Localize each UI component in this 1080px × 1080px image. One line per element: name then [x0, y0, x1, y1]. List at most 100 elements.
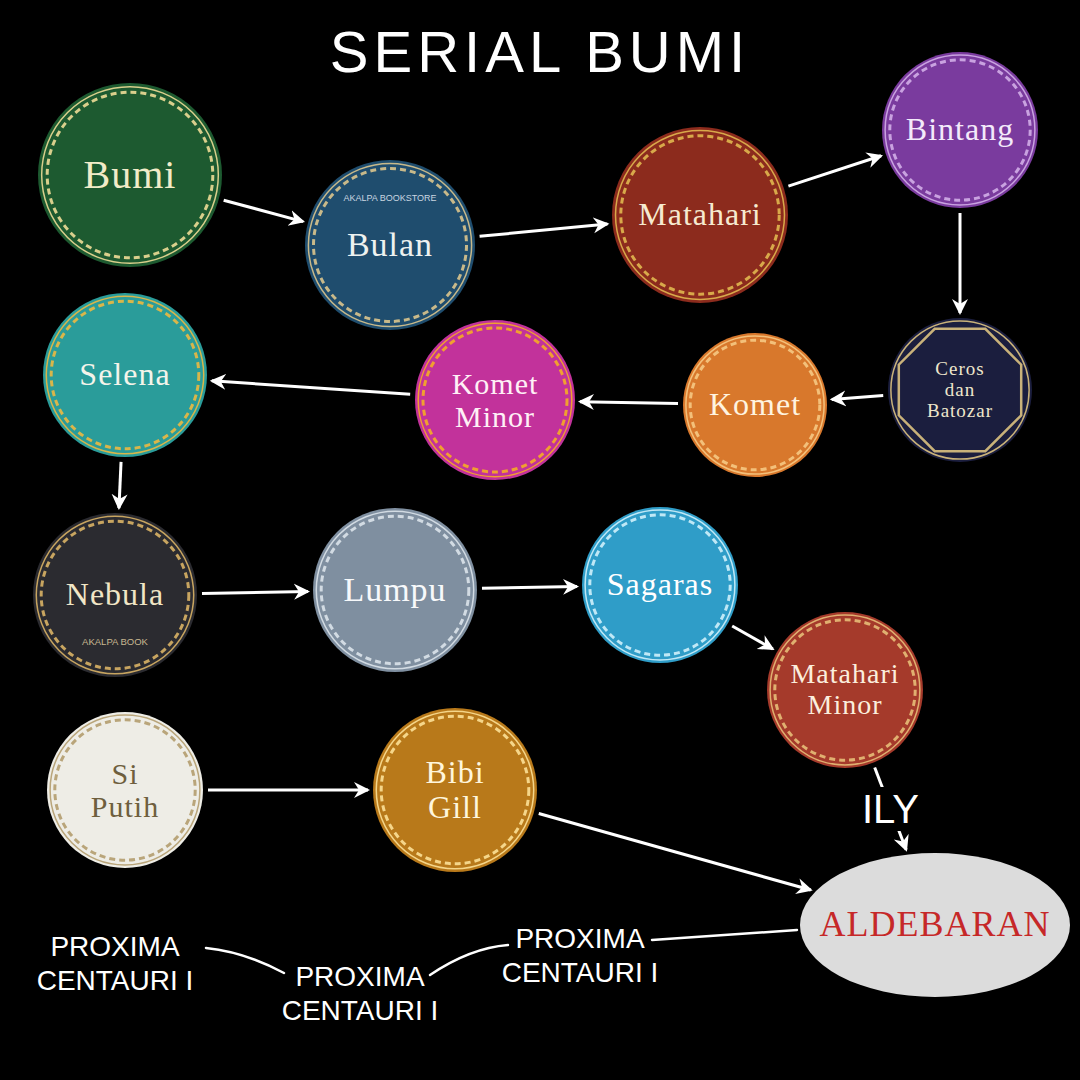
badge-ring — [50, 715, 200, 865]
book-badge: Ceros dan Batozar — [888, 318, 1032, 462]
sequence-arrow — [482, 587, 577, 589]
badge-fill — [33, 513, 197, 677]
text-block: Selena — [79, 357, 170, 392]
badge-ring — [775, 620, 915, 760]
proxima-link — [652, 930, 797, 940]
badge-ring — [55, 720, 195, 860]
badge-fill — [43, 293, 207, 457]
edge-label: ILY — [856, 787, 925, 831]
ellipse-fill — [800, 853, 1070, 997]
badge-ring — [308, 163, 471, 326]
sequence-arrow — [480, 224, 608, 236]
badge-fill — [683, 333, 827, 477]
book-title: Bintang — [906, 112, 1014, 147]
book-badge: Bulan — [305, 160, 475, 330]
badge-fill — [313, 508, 477, 672]
text-block: Nebula — [66, 577, 164, 612]
badge-fill — [612, 127, 788, 303]
sequence-arrow — [208, 789, 368, 792]
book-badge: Matahari Minor — [767, 612, 923, 768]
text-block: Bulan — [347, 226, 433, 263]
sequence-arrow — [788, 156, 881, 186]
book-badge: Lumpu — [313, 508, 477, 672]
book-badge: Bintang — [882, 52, 1038, 208]
series-label: PROXIMA CENTAURI I — [495, 922, 665, 989]
text-block: Matahari — [638, 197, 762, 232]
book-badge: Sagaras — [582, 507, 738, 663]
badge-ring — [47, 92, 213, 258]
badge-ring — [41, 521, 189, 669]
badge-ring — [770, 615, 920, 765]
badge-ring — [686, 336, 824, 474]
sequence-arrow — [202, 592, 308, 594]
sequence-arrow — [212, 381, 410, 394]
book-title: Sagaras — [607, 567, 714, 602]
sequence-arrow — [732, 626, 773, 649]
book-title: Komet — [709, 387, 801, 422]
badge-ring — [46, 296, 203, 453]
text-block: Bibi Gill — [414, 755, 496, 825]
badge-fill — [305, 160, 475, 330]
badge-ring — [36, 516, 193, 673]
book-title: Bulan — [347, 226, 433, 263]
text-block: Matahari Minor — [790, 659, 899, 721]
badge-ring — [616, 131, 785, 300]
badge-fill — [415, 320, 575, 480]
badge-ring — [885, 55, 1035, 205]
book-title: Komet Minor — [452, 367, 539, 433]
proxima-link — [206, 948, 284, 973]
book-badge: Komet — [683, 333, 827, 477]
title-ellipse: ALDEBARAN — [800, 853, 1070, 997]
sequence-arrow — [224, 200, 303, 221]
series-label: PROXIMA CENTAURI I — [30, 930, 200, 997]
badge-ring — [418, 323, 572, 477]
watermark: AKALPA BOOK — [82, 636, 148, 647]
sequence-arrow — [539, 814, 811, 891]
text-block: Bintang — [906, 112, 1014, 147]
badge-fill — [373, 708, 537, 872]
book-badge: Bumi — [38, 83, 222, 267]
badge-ring — [690, 340, 820, 470]
text-block: Komet Minor — [452, 367, 539, 433]
book-title: Bumi — [84, 153, 177, 197]
book-title: Nebula — [66, 577, 164, 612]
text-block: Bumi — [84, 153, 177, 197]
badge-ring — [51, 301, 199, 449]
badge-fill — [582, 507, 738, 663]
sequence-arrow — [832, 396, 883, 400]
badge-ring — [376, 711, 533, 868]
book-title: Matahari — [638, 197, 762, 232]
text-block: Komet — [709, 387, 801, 422]
book-badge: Bibi Gill — [373, 708, 537, 872]
text-block: Ceros dan Batozar — [924, 359, 996, 422]
badge-fill — [38, 83, 222, 267]
badge-ring — [381, 716, 529, 864]
badge-ring — [590, 515, 730, 655]
book-badge: Matahari — [612, 127, 788, 303]
badge-ring — [891, 321, 1029, 459]
badge-fill — [888, 318, 1032, 462]
book-title: Selena — [79, 357, 170, 392]
badge-ring — [42, 87, 219, 264]
text-block: ALDEBARAN — [827, 905, 1043, 945]
watermark: AKALPA BOOKSTORE — [343, 193, 436, 204]
badge-octagon — [899, 329, 1021, 451]
badge-ring — [316, 511, 473, 668]
book-title: Si Putih — [86, 757, 164, 823]
badge-fill — [47, 712, 203, 868]
text-block: Lumpu — [343, 571, 446, 608]
series-label: PROXIMA CENTAURI I — [275, 960, 445, 1027]
book-title: Lumpu — [343, 571, 446, 608]
badge-ring — [890, 60, 1030, 200]
book-badge: Komet Minor — [415, 320, 575, 480]
book-badge: Nebula — [33, 513, 197, 677]
badge-ring — [621, 136, 779, 294]
sequence-arrow — [119, 462, 121, 508]
book-badge: Si Putih — [47, 712, 203, 868]
text-block: Si Putih — [86, 757, 164, 823]
badge-fill — [882, 52, 1038, 208]
book-title: ALDEBARAN — [820, 905, 1051, 945]
proxima-link — [430, 945, 508, 975]
badge-ring — [423, 328, 567, 472]
